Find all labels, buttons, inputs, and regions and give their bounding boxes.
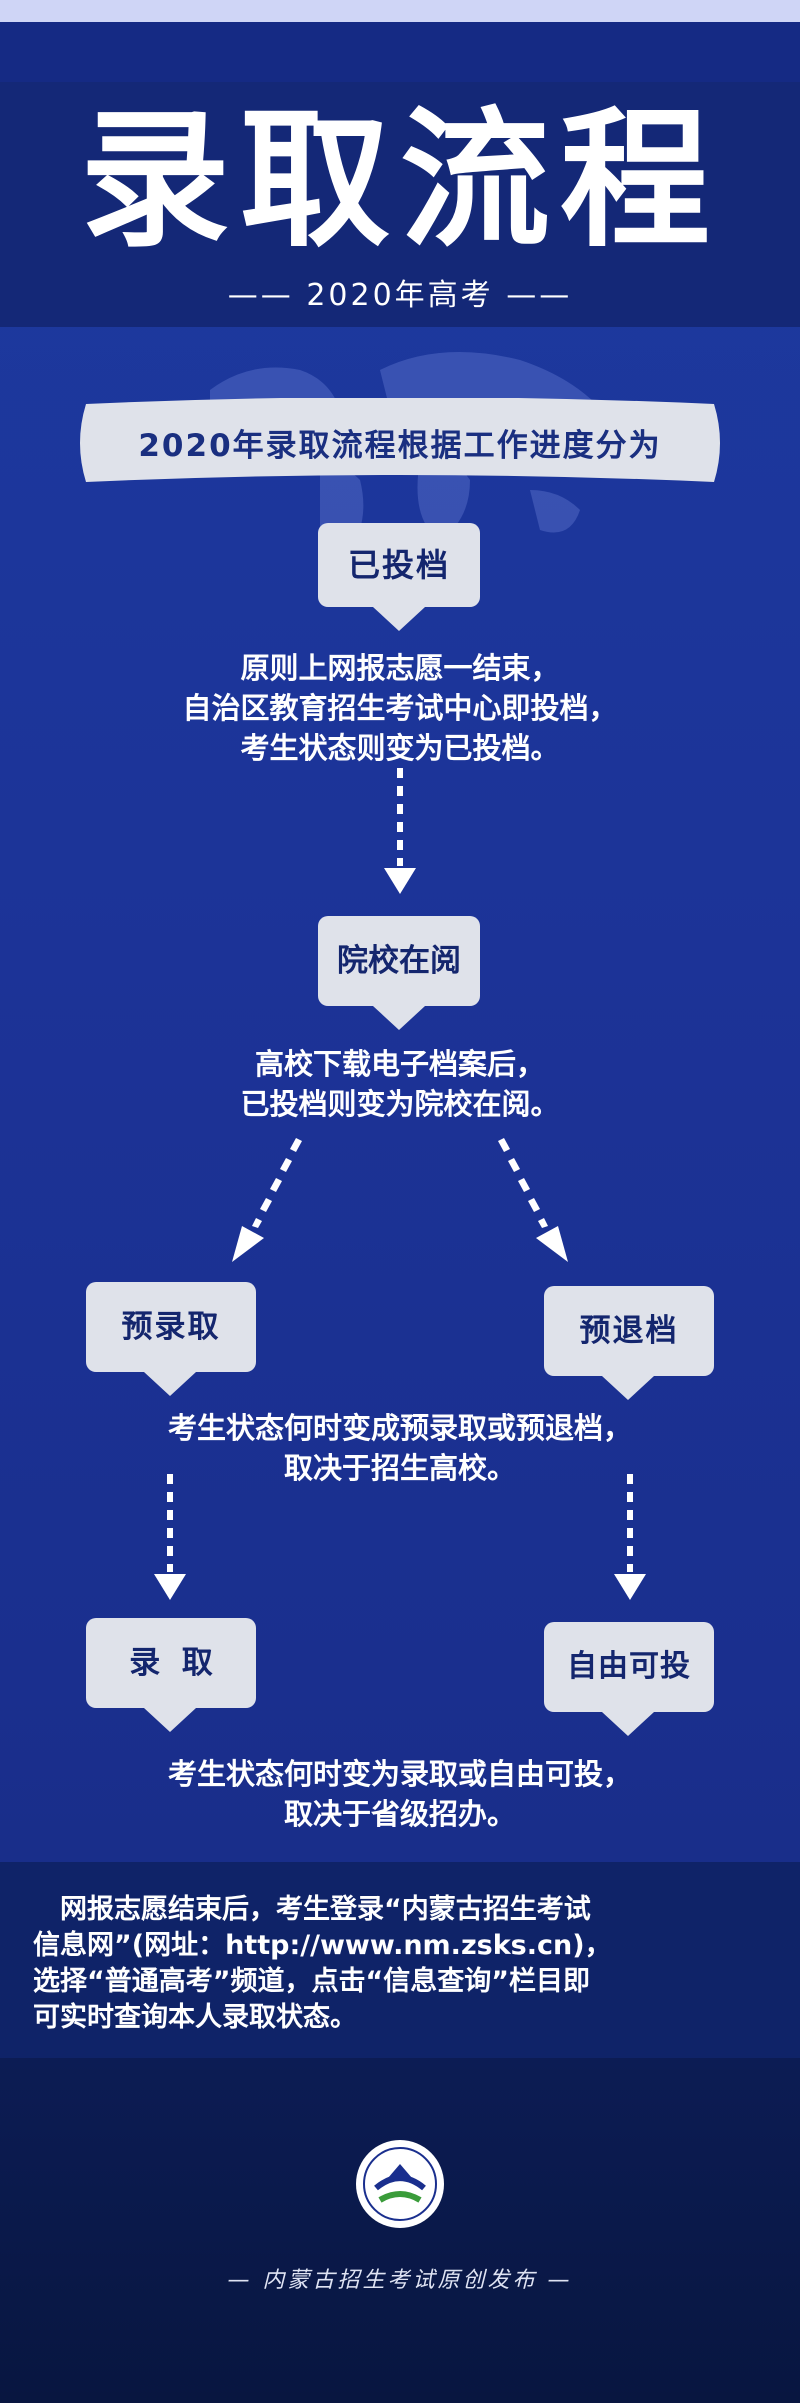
status-label: 已投档 [347, 546, 450, 584]
footer-publisher-line: — 内蒙古招生考试原创发布 — [227, 2268, 573, 2293]
status-bubble-yu-luqu: 预录取 [86, 1282, 256, 1396]
exam-authority-logo-icon [356, 2140, 444, 2228]
page-subtitle: —— 2020年高考 —— [227, 278, 573, 313]
down-arrow-icon [384, 768, 416, 894]
query-info-text: 网报志愿结束后，考生登录“内蒙古招生考试 信息网”(网址：http://www.… [33, 1894, 612, 2033]
down-right-arrow-icon [498, 1138, 568, 1262]
step2-description: 高校下载电子档案后， 已投档则变为院校在阅。 [240, 1047, 560, 1121]
down-arrow-left-icon [154, 1474, 186, 1600]
footer [0, 2058, 800, 2403]
intro-banner: 2020年录取流程根据工作进度分为 [78, 398, 722, 488]
header: 录取流程 —— 2020年高考 —— [0, 82, 800, 327]
down-arrow-right-icon [614, 1474, 646, 1600]
query-info-box: 网报志愿结束后，考生登录“内蒙古招生考试 信息网”(网址：http://www.… [0, 1862, 800, 2058]
top-band [0, 22, 800, 82]
step1-description: 原则上网报志愿一结束， 自治区教育招生考试中心即投档， 考生状态则变为已投档。 [182, 651, 618, 765]
status-bubble-toudang: 已投档 [318, 523, 480, 631]
status-bubble-yu-tuidang: 预退档 [544, 1286, 714, 1400]
status-label: 院校在阅 [337, 943, 461, 979]
status-label: 预退档 [579, 1313, 679, 1349]
step4-description: 考生状态何时变为录取或自由可投， 取决于省级招办。 [167, 1757, 632, 1831]
status-label: 预录取 [121, 1309, 221, 1345]
banner-text: 2020年录取流程根据工作进度分为 [138, 428, 662, 464]
status-label: 自由可投 [567, 1649, 691, 1684]
status-bubble-ziyou-ketou: 自由可投 [544, 1622, 714, 1736]
status-label: 录 取 [129, 1645, 213, 1681]
top-strip [0, 0, 800, 22]
status-bubble-yuanxiao-zaiyue: 院校在阅 [318, 916, 480, 1030]
status-bubble-luqu: 录 取 [86, 1618, 256, 1732]
down-left-arrow-icon [232, 1138, 302, 1262]
step3-description: 考生状态何时变成预录取或预退档， 取决于招生高校。 [167, 1411, 632, 1485]
page-title: 录取流程 [79, 94, 720, 268]
